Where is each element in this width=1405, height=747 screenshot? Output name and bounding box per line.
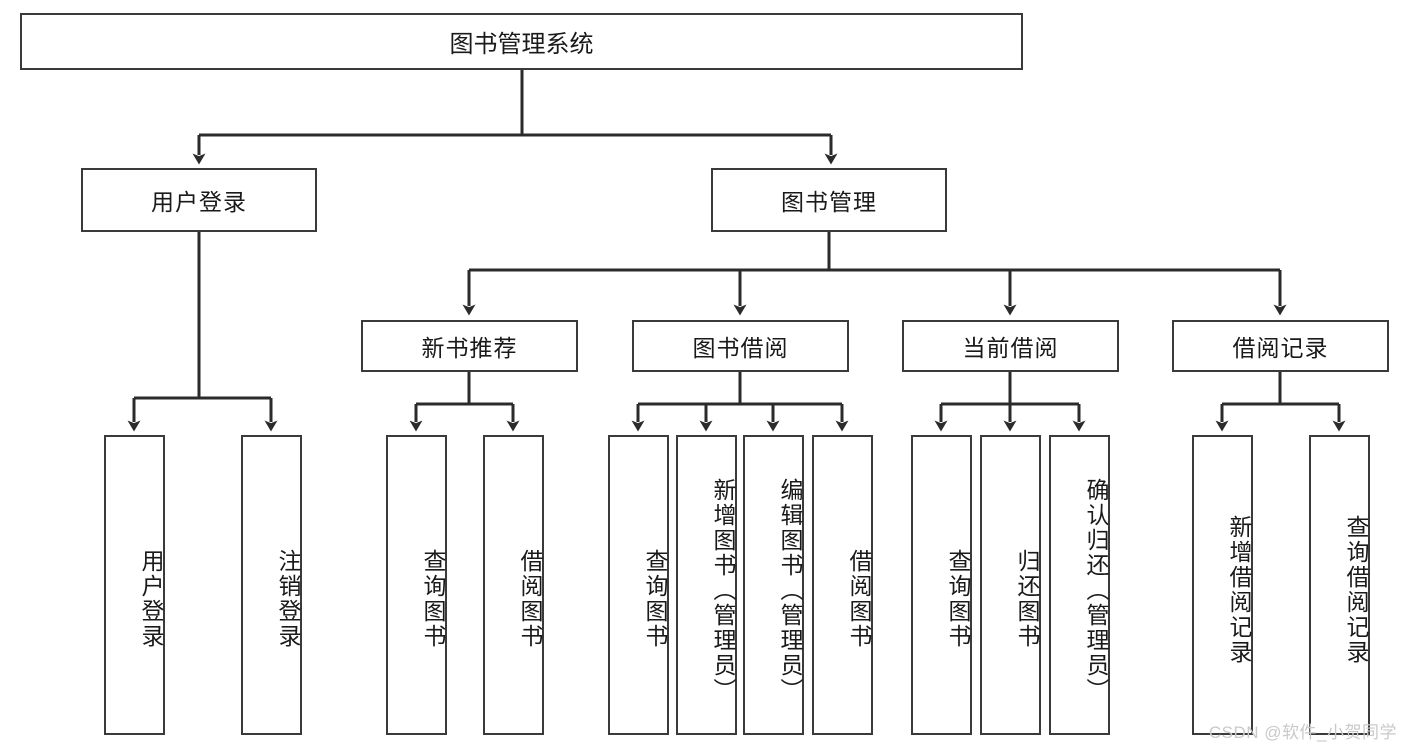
- node-book-management[interactable]: 图书管理: [711, 168, 947, 232]
- leaf-user-logout[interactable]: 注销登录: [241, 435, 302, 735]
- leaf-edit-book[interactable]: 编辑图书（管理员）: [743, 435, 804, 735]
- watermark-text: CSDN @软件_小贺同学: [1208, 723, 1397, 742]
- node-book-borrow[interactable]: 图书借阅: [632, 320, 849, 372]
- node-current-borrow[interactable]: 当前借阅: [902, 320, 1119, 372]
- leaf-query-book-3[interactable]: 查询图书: [911, 435, 972, 735]
- node-user-login[interactable]: 用户登录: [81, 168, 317, 232]
- node-root[interactable]: 图书管理系统: [20, 13, 1023, 70]
- leaf-return-book[interactable]: 归还图书: [980, 435, 1041, 735]
- leaf-user-login[interactable]: 用户登录: [104, 435, 165, 735]
- leaf-add-book[interactable]: 新增图书（管理员）: [676, 435, 737, 735]
- leaf-borrow-book-1[interactable]: 借阅图书: [483, 435, 544, 735]
- leaf-borrow-book-2[interactable]: 借阅图书: [812, 435, 873, 735]
- node-new-book-recommend[interactable]: 新书推荐: [361, 320, 578, 372]
- node-borrow-record[interactable]: 借阅记录: [1172, 320, 1389, 372]
- leaf-add-borrow-record[interactable]: 新增借阅记录: [1192, 435, 1253, 735]
- leaf-query-book-2[interactable]: 查询图书: [608, 435, 669, 735]
- leaf-query-book-1[interactable]: 查询图书: [386, 435, 447, 735]
- leaf-query-borrow-record[interactable]: 查询借阅记录: [1309, 435, 1370, 735]
- leaf-confirm-return[interactable]: 确认归还（管理员）: [1049, 435, 1110, 735]
